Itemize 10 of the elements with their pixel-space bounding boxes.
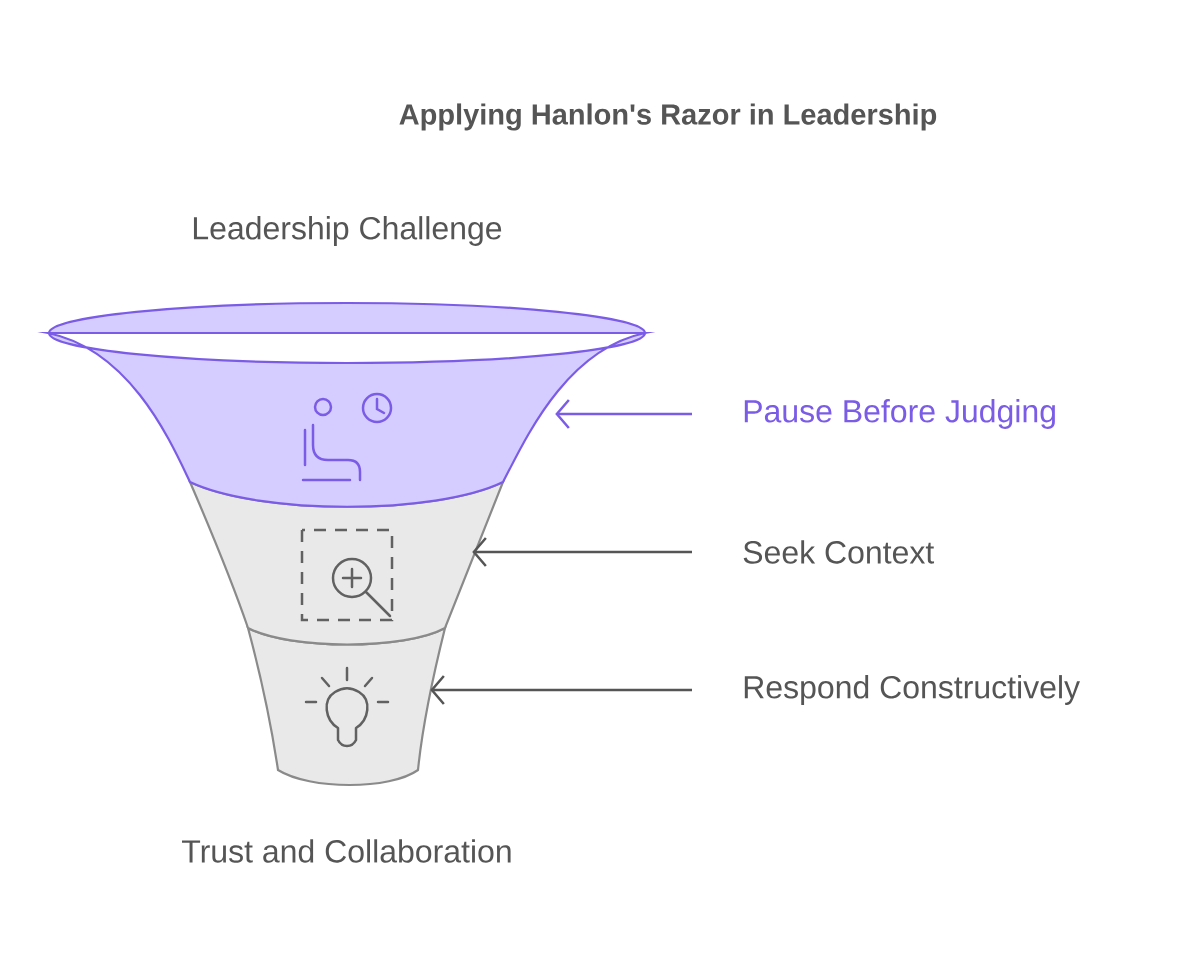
title: Applying Hanlon's Razor in Leadership: [399, 103, 937, 131]
step-label: Seek Context: [743, 540, 935, 564]
stage-label: Trust and Collaboration: [182, 839, 511, 863]
step-label: Pause Before Judging: [744, 399, 1055, 429]
step-label: Respond Constructively: [744, 675, 1080, 705]
arrow: [430, 675, 692, 705]
arrow: [472, 537, 692, 567]
stage-label: Leadership Challenge: [193, 216, 502, 246]
funnel-segment: [246, 626, 447, 787]
funnel-segment: [188, 480, 505, 646]
